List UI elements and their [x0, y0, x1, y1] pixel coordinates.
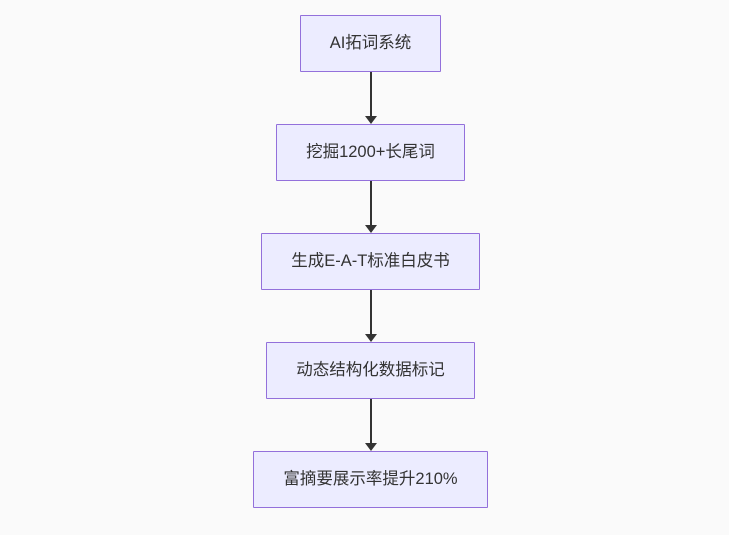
flowchart-node-step-5: 富摘要展示率提升210% — [253, 451, 488, 508]
arrow-line — [369, 290, 372, 334]
node-label: 富摘要展示率提升210% — [283, 470, 458, 489]
node-label: 挖掘1200+长尾词 — [306, 143, 435, 162]
arrow-connector — [364, 399, 377, 451]
flowchart-node-step-4: 动态结构化数据标记 — [266, 342, 475, 399]
flowchart-column: AI拓词系统 挖掘1200+长尾词 生成E-A-T标准白皮书 动态结构化数据标记 — [6, 15, 729, 508]
flowchart-node-step-3: 生成E-A-T标准白皮书 — [261, 233, 480, 290]
node-label: 生成E-A-T标准白皮书 — [291, 252, 450, 271]
arrow-head-icon — [364, 116, 377, 124]
node-label: AI拓词系统 — [329, 34, 412, 53]
arrow-head-icon — [364, 443, 377, 451]
arrow-line — [369, 72, 372, 116]
arrow-head-icon — [364, 225, 377, 233]
arrow-line — [369, 181, 372, 225]
arrow-head-icon — [364, 334, 377, 342]
arrow-line — [369, 399, 372, 443]
node-label: 动态结构化数据标记 — [296, 361, 445, 380]
arrow-connector — [364, 181, 377, 233]
flowchart-node-step-2: 挖掘1200+长尾词 — [276, 124, 465, 181]
arrow-connector — [364, 72, 377, 124]
arrow-connector — [364, 290, 377, 342]
flowchart-node-step-1: AI拓词系统 — [299, 15, 442, 72]
